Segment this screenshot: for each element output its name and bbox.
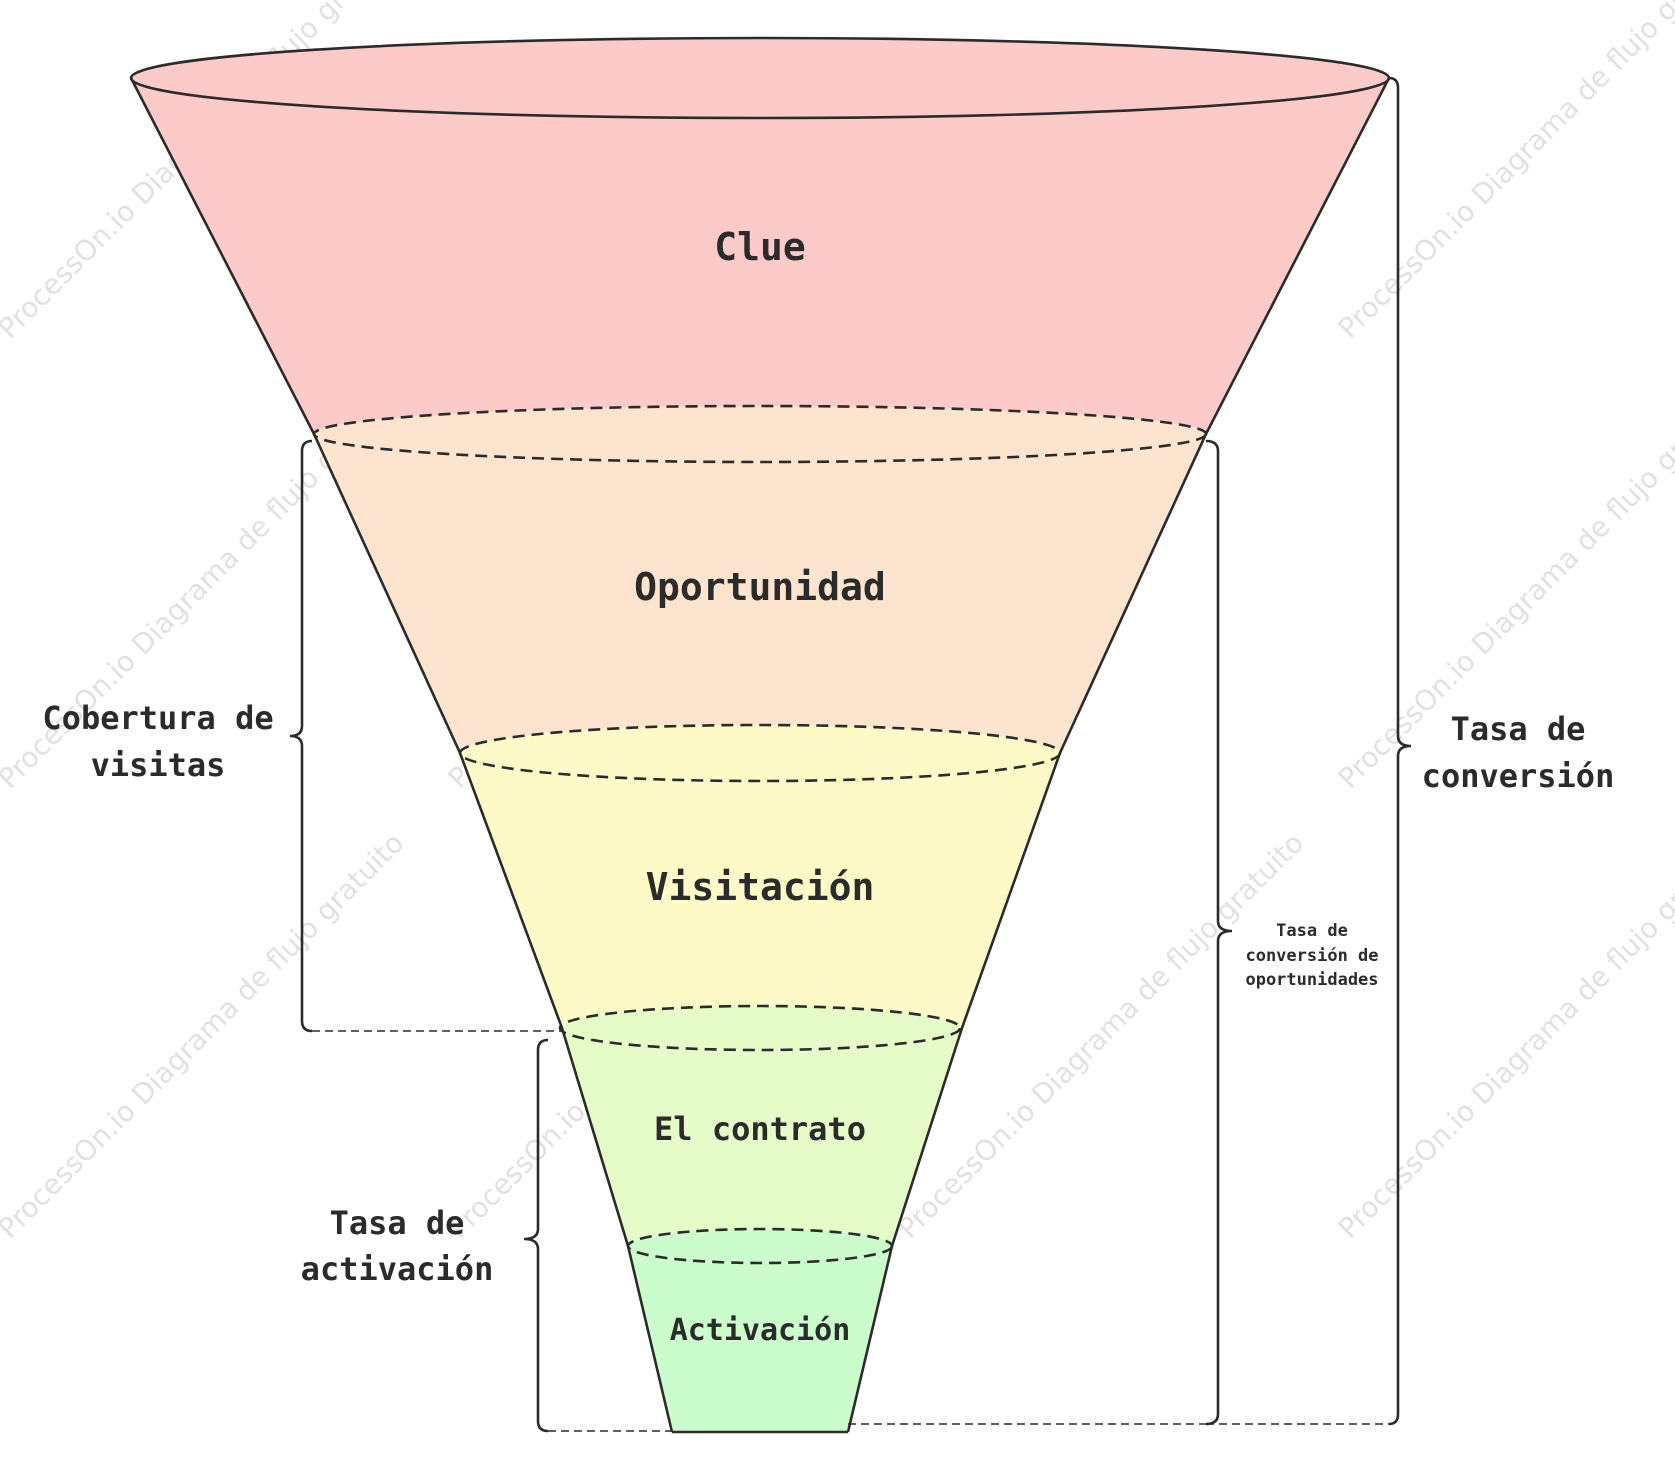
conversion-rate-label-line1: Tasa de bbox=[1451, 710, 1586, 748]
stage-label-activacion: Activación bbox=[670, 1313, 851, 1348]
stage-label-contrato: El contrato bbox=[654, 1110, 866, 1148]
opportunity-conversion-label-line2: conversión de bbox=[1245, 946, 1378, 966]
conversion-rate-bracket bbox=[1388, 76, 1412, 1426]
opportunity-conversion-label-line1: Tasa de bbox=[1276, 921, 1348, 941]
stage-activacion-fill bbox=[628, 1229, 892, 1432]
watermark-text: ProcessOn.io Diagrama de flujo gratuito bbox=[1332, 0, 1675, 345]
stage-label-clue: Clue bbox=[714, 225, 806, 269]
stage-oportunidad-fill bbox=[314, 406, 1206, 781]
conversion-rate-label-line2: conversión bbox=[1422, 757, 1615, 795]
opportunity-conversion-label-line3: oportunidades bbox=[1245, 970, 1378, 990]
visit-coverage-bracket bbox=[289, 439, 313, 1033]
visit-coverage-label-line1: Cobertura de bbox=[42, 699, 273, 737]
section-divider-ring bbox=[312, 404, 1208, 464]
section-divider-ring bbox=[626, 1227, 894, 1265]
section-divider-ring bbox=[558, 1004, 962, 1052]
section-divider-ring bbox=[458, 723, 1062, 783]
visit-coverage-label-line2: visitas bbox=[91, 746, 226, 784]
activation-rate-label-line1: Tasa de bbox=[330, 1204, 465, 1242]
stage-visitacion-fill bbox=[460, 725, 1060, 1050]
stage-label-oportunidad: Oportunidad bbox=[634, 565, 886, 609]
opportunity-conversion-bracket bbox=[1205, 439, 1233, 1426]
funnel-right-edge bbox=[846, 77, 1391, 1433]
activation-rate-label-line2: activación bbox=[301, 1250, 494, 1288]
activation-rate-bracket bbox=[523, 1038, 549, 1433]
watermark-text: ProcessOn.io Diagrama de flujo gratuito bbox=[0, 826, 410, 1245]
watermark-text: ProcessOn.io Diagrama de flujo gratuito bbox=[1332, 826, 1675, 1245]
stage-label-visitacion: Visitación bbox=[646, 865, 875, 909]
funnel-left-edge bbox=[129, 77, 674, 1433]
stage-clue-fill bbox=[131, 38, 1389, 462]
stage-contrato-fill bbox=[562, 1006, 962, 1263]
